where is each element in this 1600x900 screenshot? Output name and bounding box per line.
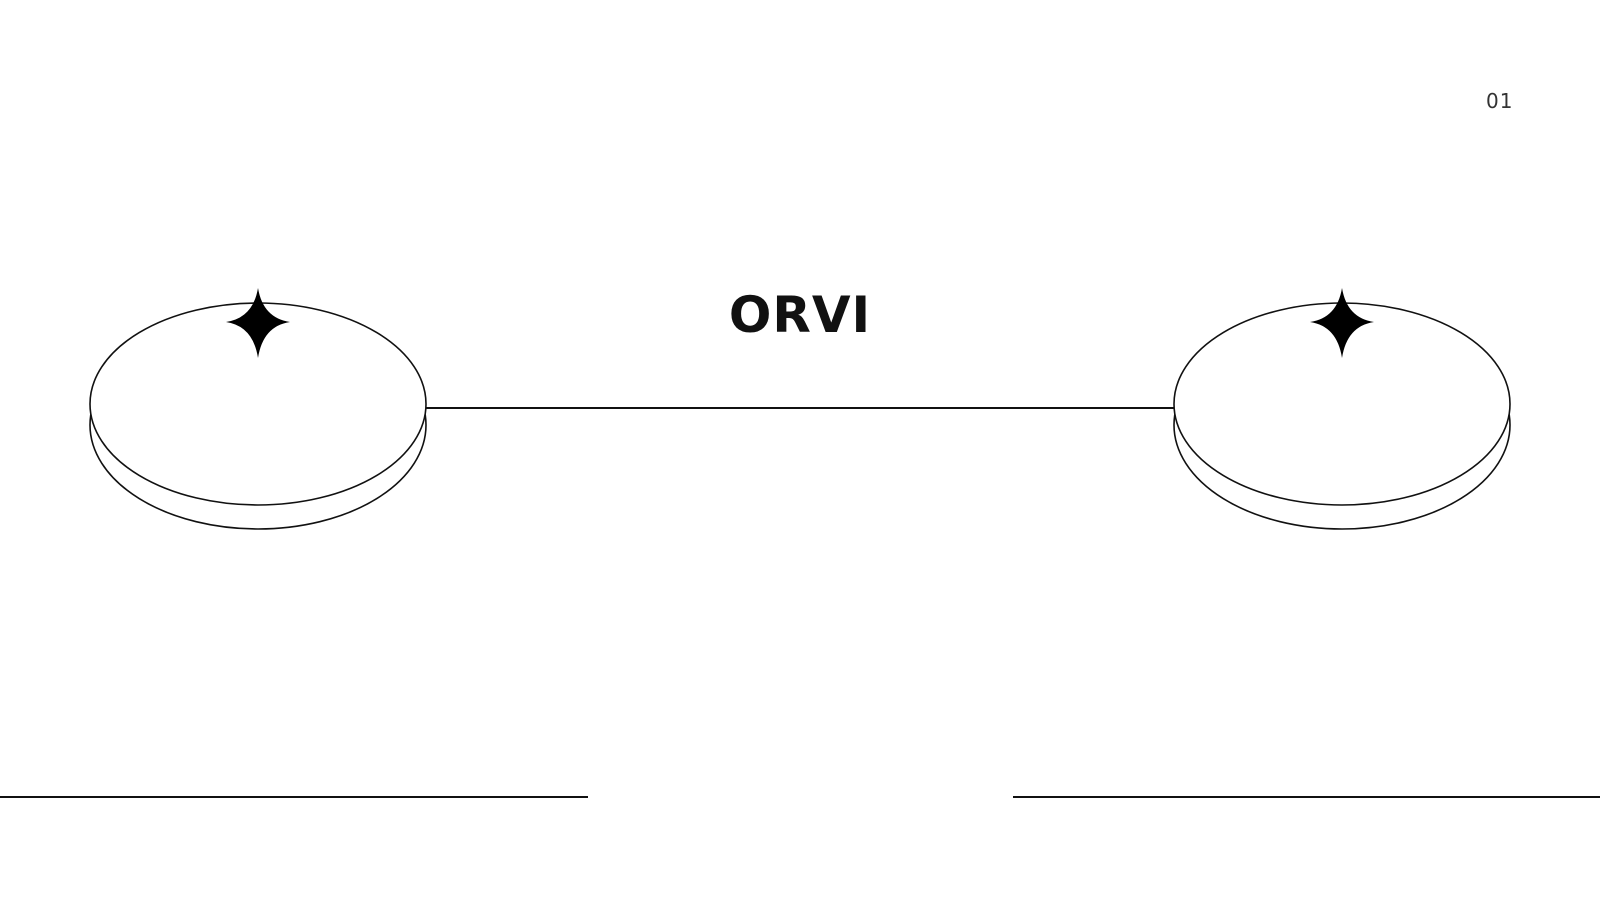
left-sparkle-star-icon: [226, 288, 290, 358]
page-number: 01: [1486, 89, 1514, 113]
slide-title: ORVI: [728, 286, 872, 344]
right-sparkle-star-icon: [1310, 288, 1374, 358]
left-ring-icon: [89, 302, 427, 530]
